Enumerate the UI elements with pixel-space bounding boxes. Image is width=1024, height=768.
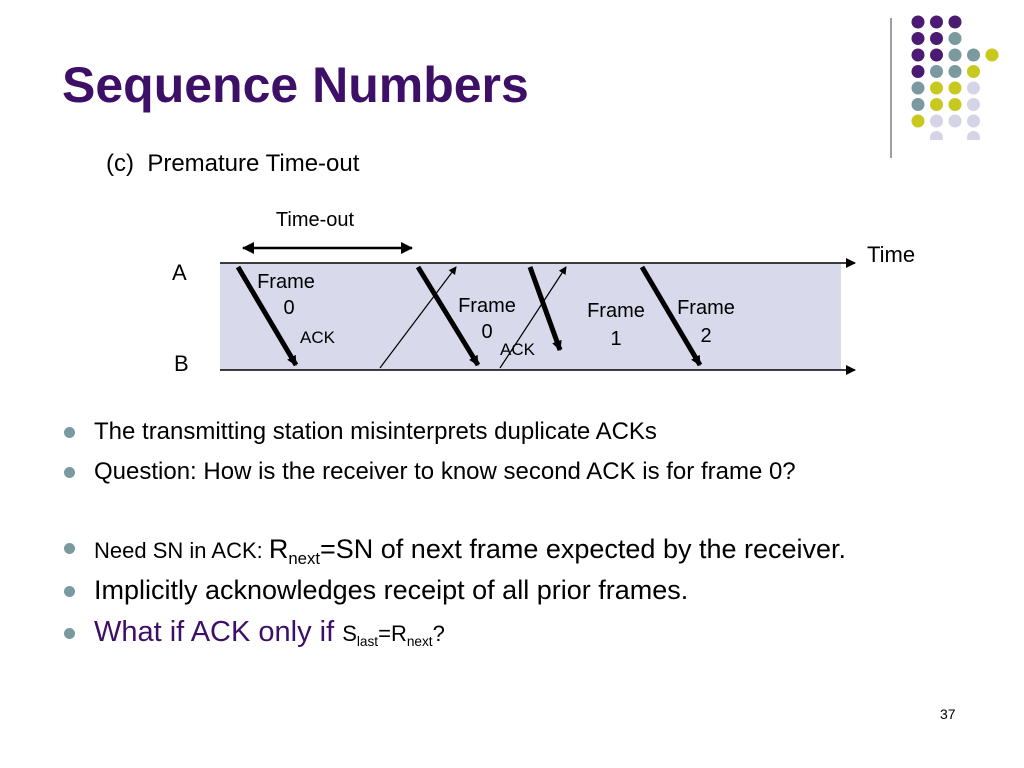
- frame-0-label-line2: 0: [283, 297, 294, 319]
- decor-dot: [911, 81, 925, 95]
- bullet-1-text: The transmitting station misinterprets d…: [94, 418, 657, 445]
- decor-dot: [911, 32, 925, 45]
- frame-1-label-line2: 1: [610, 328, 621, 350]
- decor-dot: [948, 114, 962, 128]
- decor-dot: [967, 48, 980, 62]
- decor-dot: [948, 32, 962, 45]
- sequence-diagram: Time-out Time A B Frame 0 ACK Frame 0 AC…: [172, 209, 915, 376]
- ack-1-arrow: [379, 266, 457, 369]
- decor-dot: [948, 65, 962, 78]
- frame-2-label-line2: 2: [700, 325, 711, 347]
- decorative-dot-grid: [911, 15, 999, 140]
- decorative-divider: [890, 18, 892, 158]
- time-label: Time: [867, 242, 915, 267]
- bullet-dot: [64, 427, 75, 438]
- decor-dot: [911, 114, 925, 128]
- decor-dot: [948, 48, 962, 62]
- frame-0-retransmit-label-line1: Frame: [458, 295, 516, 317]
- bullet-dot: [64, 543, 75, 554]
- ack-2-label: ACK: [500, 340, 536, 359]
- decor-dot: [967, 81, 980, 95]
- decor-dot: [948, 98, 962, 111]
- frame-0-retransmit-arrow: [415, 265, 481, 367]
- bullet-2-text: Question: How is the receiver to know se…: [94, 458, 796, 485]
- decor-dot: [930, 81, 943, 95]
- decor-dot: [930, 114, 943, 128]
- decor-dot: [930, 98, 943, 111]
- bullet-1: The transmitting station misinterprets d…: [62, 420, 1002, 444]
- decor-dot: [930, 32, 943, 45]
- bullet-3: Need SN in ACK: Rnext=SN of next frame e…: [62, 534, 1002, 568]
- frame-0-arrow: [235, 265, 299, 367]
- frame-2-arrow: [639, 265, 703, 367]
- decor-dot: [930, 48, 943, 62]
- decor-dot: [967, 98, 980, 111]
- decor-dot: [930, 65, 943, 78]
- decor-dot: [930, 15, 943, 29]
- bullet-dot: [64, 628, 75, 639]
- decor-dot: [967, 65, 980, 78]
- decor-dot: [948, 81, 962, 95]
- bullet-3-r: Rnext=SN of next frame expected by the r…: [268, 534, 847, 568]
- timeout-label: Time-out: [276, 209, 355, 231]
- frame-2-label-line1: Frame: [677, 297, 735, 319]
- station-a-label: A: [172, 260, 187, 285]
- bullet-5-prefix: What if ACK only if: [94, 616, 343, 648]
- bullet-5: What if ACK only if Slast=Rnext?: [62, 616, 1002, 649]
- decor-dot: [911, 15, 925, 29]
- bullet-4: Implicitly acknowledges receipt of all p…: [62, 577, 1002, 604]
- timeline-band: [220, 263, 841, 370]
- frame-1-label-line1: Frame: [587, 300, 645, 322]
- decor-dot: [985, 48, 999, 62]
- ack-2-arrow: [499, 266, 567, 369]
- decor-dot: [967, 114, 980, 128]
- slide-title: Sequence Numbers: [62, 57, 529, 113]
- decor-dot: [967, 131, 980, 140]
- decor-dot: [948, 15, 962, 29]
- frame-0-retransmit-label-line2: 0: [481, 321, 492, 343]
- bullet-2: Question: How is the receiver to know se…: [62, 460, 1002, 484]
- station-b-label: B: [174, 351, 189, 376]
- ack-1-label: ACK: [300, 328, 336, 347]
- decor-dot: [930, 131, 943, 140]
- bullet-dot: [64, 467, 75, 478]
- frame-0-label-line1: Frame: [257, 271, 315, 293]
- slide-subtitle: (c) Premature Time-out: [106, 150, 360, 177]
- bullet-3-prefix: Need SN in ACK:: [94, 538, 269, 563]
- bullet-5-formula: Slast=Rnext?: [342, 621, 445, 649]
- frame-1-arrow: [527, 266, 563, 351]
- bullet-list: The transmitting station misinterprets d…: [62, 412, 1002, 649]
- decor-dot: [911, 48, 925, 62]
- decor-dot: [911, 65, 925, 78]
- bullet-dot: [64, 586, 75, 597]
- bullet-4-text: Implicitly acknowledges receipt of all p…: [94, 575, 689, 605]
- page-number: 37: [940, 706, 956, 722]
- decor-dot: [911, 98, 925, 111]
